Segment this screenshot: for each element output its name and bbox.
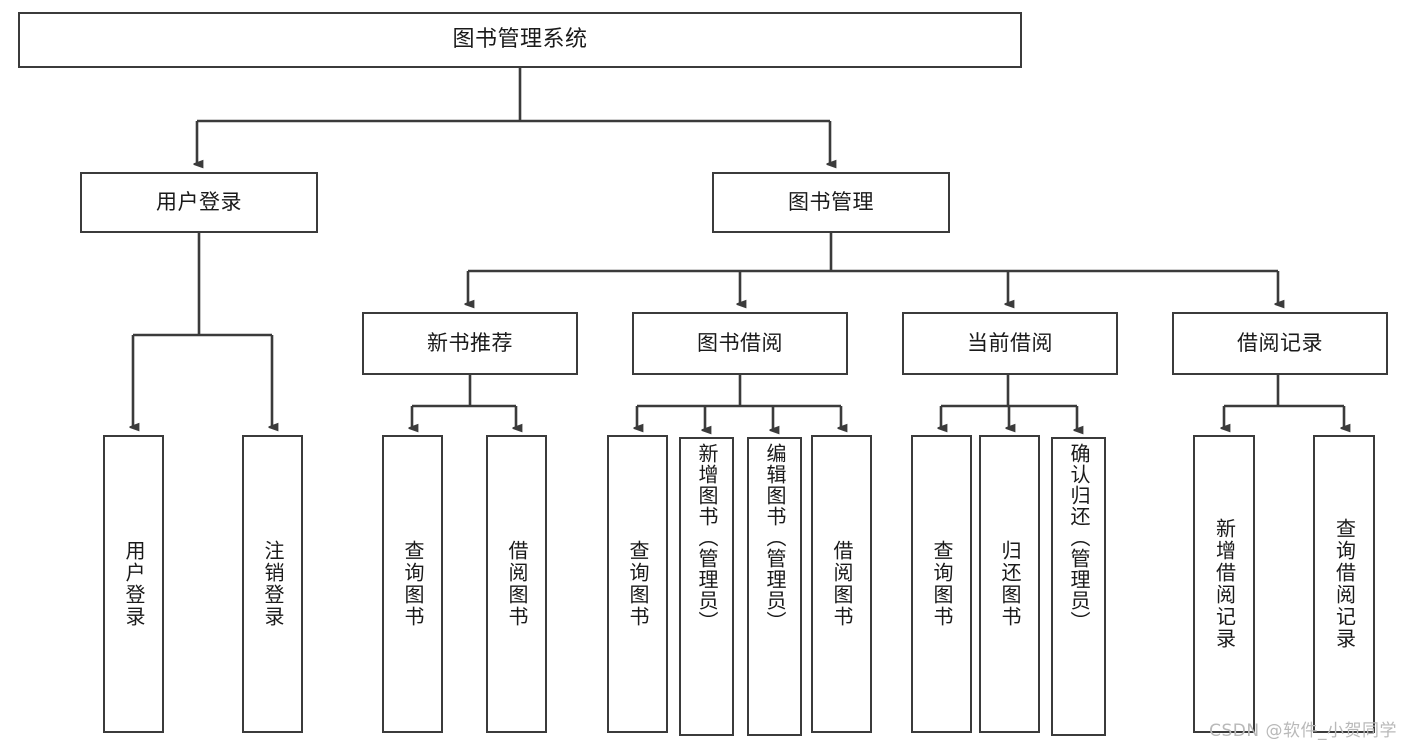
node-leaf-query-book-borrow[interactable]: 查询图书 <box>607 435 668 733</box>
node-current-borrow-label: 当前借阅 <box>967 331 1053 356</box>
node-root-label: 图书管理系统 <box>452 27 588 53</box>
node-leaf-query-borrow-record-label: 查询借阅记录 <box>1332 518 1357 650</box>
node-leaf-borrow-book-label: 借阅图书 <box>830 540 854 628</box>
node-leaf-user-login-label: 用户登录 <box>122 540 146 628</box>
node-leaf-borrow-book-recommend-label: 借阅图书 <box>505 540 529 628</box>
node-new-book-recommend[interactable]: 新书推荐 <box>362 312 578 375</box>
node-leaf-query-borrow-record[interactable]: 查询借阅记录 <box>1313 435 1375 733</box>
node-user-login[interactable]: 用户登录 <box>80 172 318 233</box>
node-leaf-return-book-label: 归还图书 <box>998 540 1022 628</box>
node-leaf-add-book-admin[interactable]: 新增图书（管理员） <box>679 437 734 736</box>
node-user-login-label: 用户登录 <box>156 190 242 215</box>
node-leaf-query-book-recommend-label: 查询图书 <box>401 540 425 628</box>
node-leaf-logout-label: 注销登录 <box>261 540 285 628</box>
node-borrow-record-label: 借阅记录 <box>1237 331 1323 356</box>
node-leaf-query-book-borrow-label: 查询图书 <box>626 540 650 628</box>
node-leaf-query-book-recommend[interactable]: 查询图书 <box>382 435 443 733</box>
node-current-borrow[interactable]: 当前借阅 <box>902 312 1118 375</box>
node-new-book-recommend-label: 新书推荐 <box>427 331 513 356</box>
node-leaf-query-book-current-label: 查询图书 <box>930 540 954 628</box>
node-leaf-return-book[interactable]: 归还图书 <box>979 435 1040 733</box>
node-leaf-confirm-return-admin[interactable]: 确认归还（管理员） <box>1051 437 1106 736</box>
node-book-borrow-label: 图书借阅 <box>697 331 783 356</box>
node-root[interactable]: 图书管理系统 <box>18 12 1022 68</box>
node-leaf-logout[interactable]: 注销登录 <box>242 435 303 733</box>
node-leaf-add-borrow-record-label: 新增借阅记录 <box>1212 518 1237 650</box>
csdn-watermark: CSDN @软件_小贺同学 <box>1209 721 1397 741</box>
node-leaf-confirm-return-admin-label: 确认归还（管理员） <box>1067 443 1091 632</box>
node-leaf-edit-book-admin[interactable]: 编辑图书（管理员） <box>747 437 802 736</box>
node-leaf-borrow-book-recommend[interactable]: 借阅图书 <box>486 435 547 733</box>
node-leaf-add-book-admin-label: 新增图书（管理员） <box>695 443 719 632</box>
node-leaf-user-login[interactable]: 用户登录 <box>103 435 164 733</box>
node-leaf-edit-book-admin-label: 编辑图书（管理员） <box>763 443 787 632</box>
node-book-borrow[interactable]: 图书借阅 <box>632 312 848 375</box>
node-book-management[interactable]: 图书管理 <box>712 172 950 233</box>
node-leaf-add-borrow-record[interactable]: 新增借阅记录 <box>1193 435 1255 733</box>
node-leaf-borrow-book[interactable]: 借阅图书 <box>811 435 872 733</box>
node-borrow-record[interactable]: 借阅记录 <box>1172 312 1388 375</box>
node-leaf-query-book-current[interactable]: 查询图书 <box>911 435 972 733</box>
node-book-management-label: 图书管理 <box>788 190 874 215</box>
